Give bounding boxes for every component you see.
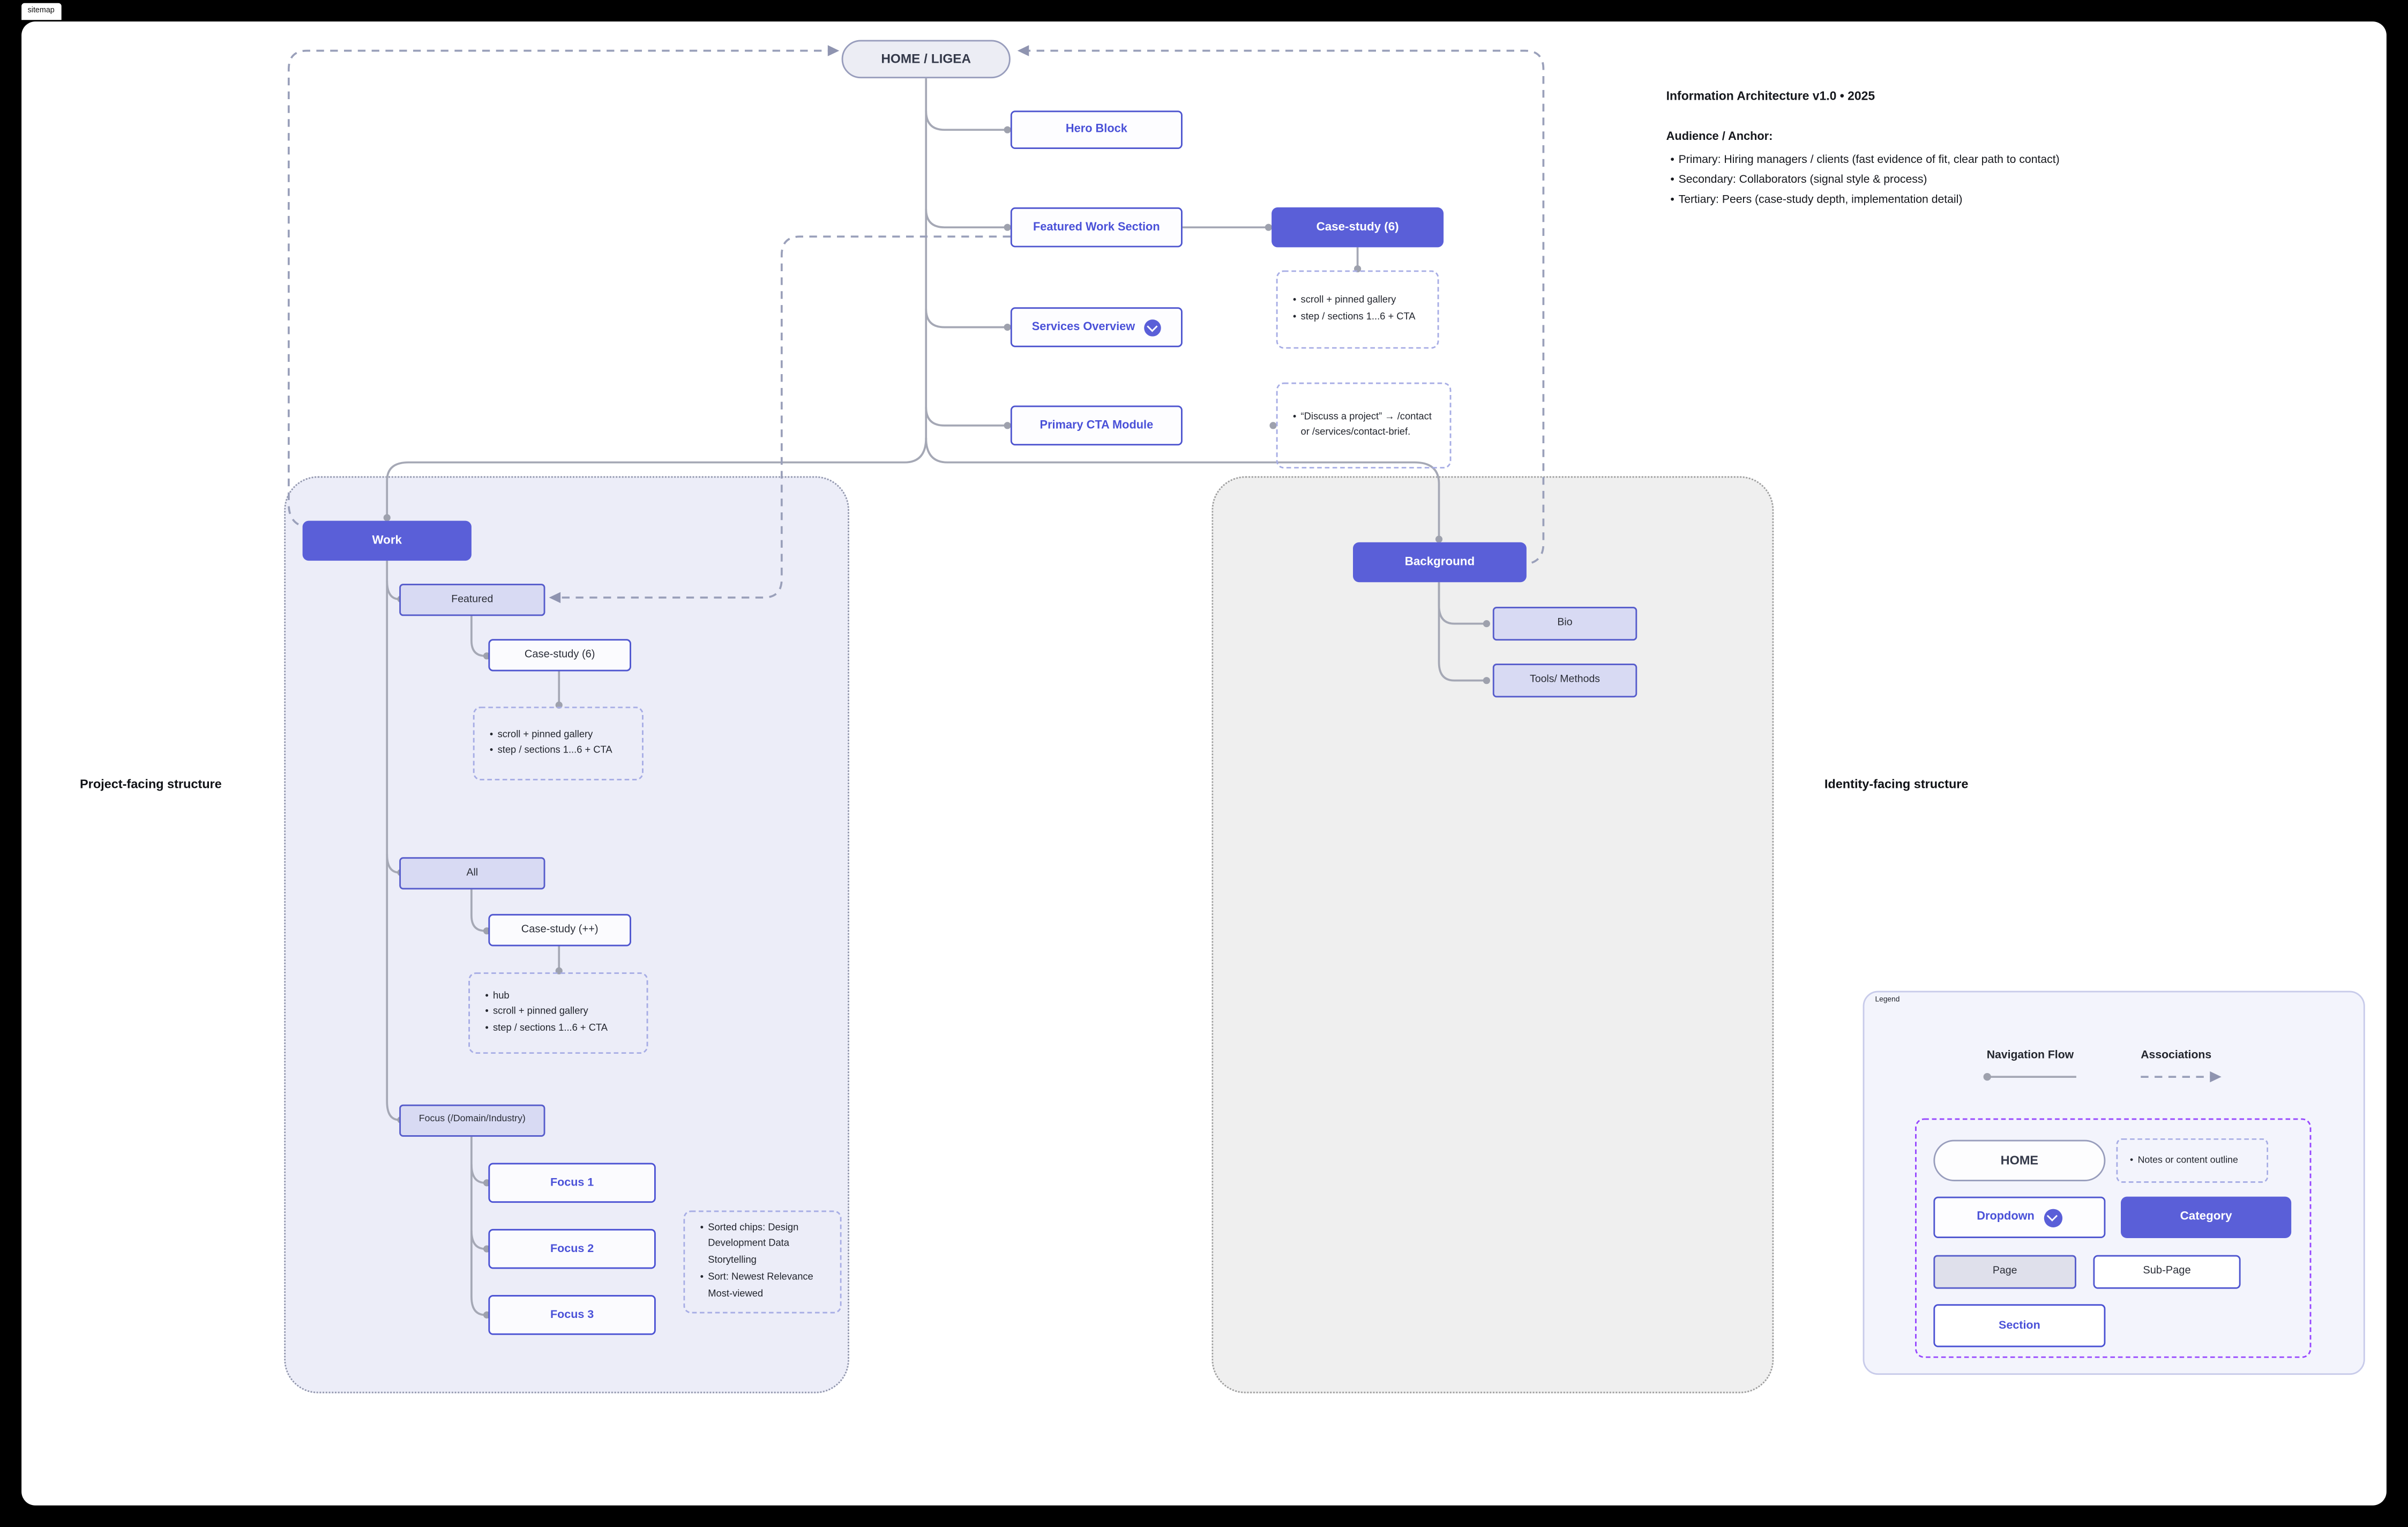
note-work-featured-case[interactable]: • scroll + pinned gallery • step / secti… <box>473 706 644 780</box>
node-focus-2-label: Focus 2 <box>550 1241 594 1255</box>
note-focus-sorting[interactable]: • Sorted chips: Design Development Data … <box>683 1210 842 1314</box>
note-line: step / sections 1...6 + CTA <box>497 745 612 756</box>
node-background-label: Background <box>1404 554 1475 568</box>
node-all-label: All <box>466 867 478 878</box>
association-lines <box>287 49 2212 1078</box>
note-all-case-study[interactable]: • hub • scroll + pinned gallery • step /… <box>468 972 648 1054</box>
legend-components-box <box>1915 1118 2312 1358</box>
legend-note-label: Notes or content outline <box>2137 1155 2238 1166</box>
note-featured-case-study[interactable]: • scroll + pinned gallery • step / secti… <box>1276 270 1439 349</box>
node-home-label: HOME / LIGEA <box>881 50 971 66</box>
legend-category-sample[interactable]: Category <box>2121 1196 2292 1239</box>
note-line: hub <box>493 990 510 1002</box>
note-line: scroll + pinned gallery <box>1300 295 1396 306</box>
bullet: • <box>489 745 493 756</box>
legend-subpage-sample[interactable]: Sub-Page <box>2093 1255 2241 1289</box>
note-primary-cta[interactable]: • “Discuss a project” → /contact or /ser… <box>1276 382 1452 469</box>
frame-title: sitemap <box>27 6 55 16</box>
node-work-case-study-6[interactable]: Case-study (6) <box>488 639 631 672</box>
note-line: scroll + pinned gallery <box>497 729 593 740</box>
node-case-study-plus[interactable]: Case-study (++) <box>488 914 631 947</box>
node-focus-3-label: Focus 3 <box>550 1307 594 1321</box>
legend-home-sample[interactable]: HOME <box>1933 1139 2106 1182</box>
info-title: Information Architecture v1.0 • 2025 <box>1666 89 1875 103</box>
note-line: scroll + pinned gallery <box>493 1007 588 1018</box>
legend-title: Legend <box>1875 997 1900 1005</box>
node-focus-parent[interactable]: Focus (/Domain/Industry) <box>399 1104 545 1137</box>
bullet: • <box>700 1271 704 1283</box>
node-home[interactable]: HOME / LIGEA <box>841 40 1011 79</box>
node-hero-block[interactable]: Hero Block <box>1010 110 1183 150</box>
caption-project-facing: Project-facing structure <box>80 777 222 792</box>
node-all-page[interactable]: All <box>399 857 545 890</box>
node-background-category[interactable]: Background <box>1353 542 1527 583</box>
node-work-category[interactable]: Work <box>302 520 472 561</box>
node-bio-label: Bio <box>1557 617 1573 629</box>
node-tools-methods[interactable]: Tools/ Methods <box>1492 664 1637 698</box>
bullet: • <box>489 729 493 740</box>
bullet: • <box>485 1022 489 1033</box>
legend-associations-label: Associations <box>2141 1047 2212 1062</box>
bullet: • <box>1670 172 1674 186</box>
node-hero-block-label: Hero Block <box>1065 122 1127 136</box>
legend-category-label: Category <box>2180 1209 2232 1224</box>
audience-item: Secondary: Collaborators (signal style &… <box>1678 172 1927 186</box>
node-services-overview[interactable]: Services Overview <box>1010 307 1183 347</box>
info-panel: Information Architecture v1.0 • 2025 Aud… <box>1666 89 2188 210</box>
node-focus-2[interactable]: Focus 2 <box>488 1228 656 1269</box>
legend-section-sample[interactable]: Section <box>1933 1304 2106 1347</box>
legend-subpage-label: Sub-Page <box>2143 1266 2191 1277</box>
node-primary-cta[interactable]: Primary CTA Module <box>1010 405 1183 446</box>
bullet: • <box>1292 311 1297 322</box>
legend-dropdown-sample[interactable]: Dropdown <box>1933 1196 2106 1239</box>
note-line: Sorted chips: Design Development Data St… <box>708 1222 799 1266</box>
legend-page-sample[interactable]: Page <box>1933 1255 2076 1289</box>
legend-home-label: HOME <box>2000 1153 2039 1168</box>
legend-note-sample[interactable]: • Notes or content outline <box>2116 1138 2269 1183</box>
node-focus-3[interactable]: Focus 3 <box>488 1295 656 1335</box>
node-case-study-6-category[interactable]: Case-study (6) <box>1272 207 1444 248</box>
node-featured-work-section[interactable]: Featured Work Section <box>1010 207 1183 248</box>
navigation-flow-lines <box>386 78 2076 1316</box>
legend-nav-flow-label: Navigation Flow <box>1986 1047 2074 1062</box>
bullet: • <box>1292 411 1297 422</box>
bullet: • <box>1670 191 1674 205</box>
note-line: “Discuss a project” → /contact or /servi… <box>1300 411 1432 438</box>
bullet: • <box>485 1007 489 1018</box>
node-featured-page[interactable]: Featured <box>399 584 545 616</box>
node-featured-label: Featured <box>451 594 493 605</box>
node-case-study-plus-label: Case-study (++) <box>521 924 599 935</box>
chevron-down-icon[interactable] <box>1144 318 1161 336</box>
legend-page-label: Page <box>1992 1266 2017 1277</box>
bullet: • <box>485 990 489 1002</box>
node-tools-methods-label: Tools/ Methods <box>1530 674 1601 686</box>
chevron-down-icon <box>2044 1208 2062 1227</box>
legend-dropdown-label: Dropdown <box>1977 1209 2035 1224</box>
node-featured-work-label: Featured Work Section <box>1033 219 1160 234</box>
node-services-overview-label: Services Overview <box>1031 319 1135 333</box>
bullet: • <box>1292 295 1297 306</box>
arrowheads <box>549 45 2222 1083</box>
legend-section-label: Section <box>1999 1317 2040 1332</box>
note-line: Sort: Newest Relevance Most-viewed <box>708 1271 813 1299</box>
info-audience-heading: Audience / Anchor: <box>1666 129 1773 143</box>
bullet: • <box>700 1222 704 1233</box>
node-case-study-6-label: Case-study (6) <box>1316 219 1399 233</box>
node-primary-cta-label: Primary CTA Module <box>1040 418 1154 431</box>
node-work-label: Work <box>372 532 402 547</box>
node-focus-1[interactable]: Focus 1 <box>488 1163 656 1203</box>
node-focus-1-label: Focus 1 <box>550 1175 594 1189</box>
node-focus-parent-label: Focus (/Domain/Industry) <box>418 1114 526 1125</box>
note-line: step / sections 1...6 + CTA <box>1300 311 1416 322</box>
audience-item: Tertiary: Peers (case-study depth, imple… <box>1678 191 1963 205</box>
frame-title-tab[interactable]: sitemap <box>21 2 61 19</box>
bullet: • <box>1670 152 1674 166</box>
audience-item: Primary: Hiring managers / clients (fast… <box>1678 152 2060 166</box>
node-work-case-study-6-label: Case-study (6) <box>524 649 595 660</box>
note-line: step / sections 1...6 + CTA <box>493 1022 608 1033</box>
caption-identity-facing: Identity-facing structure <box>1824 777 1969 792</box>
node-bio[interactable]: Bio <box>1492 607 1637 641</box>
bullet: • <box>2129 1155 2134 1166</box>
